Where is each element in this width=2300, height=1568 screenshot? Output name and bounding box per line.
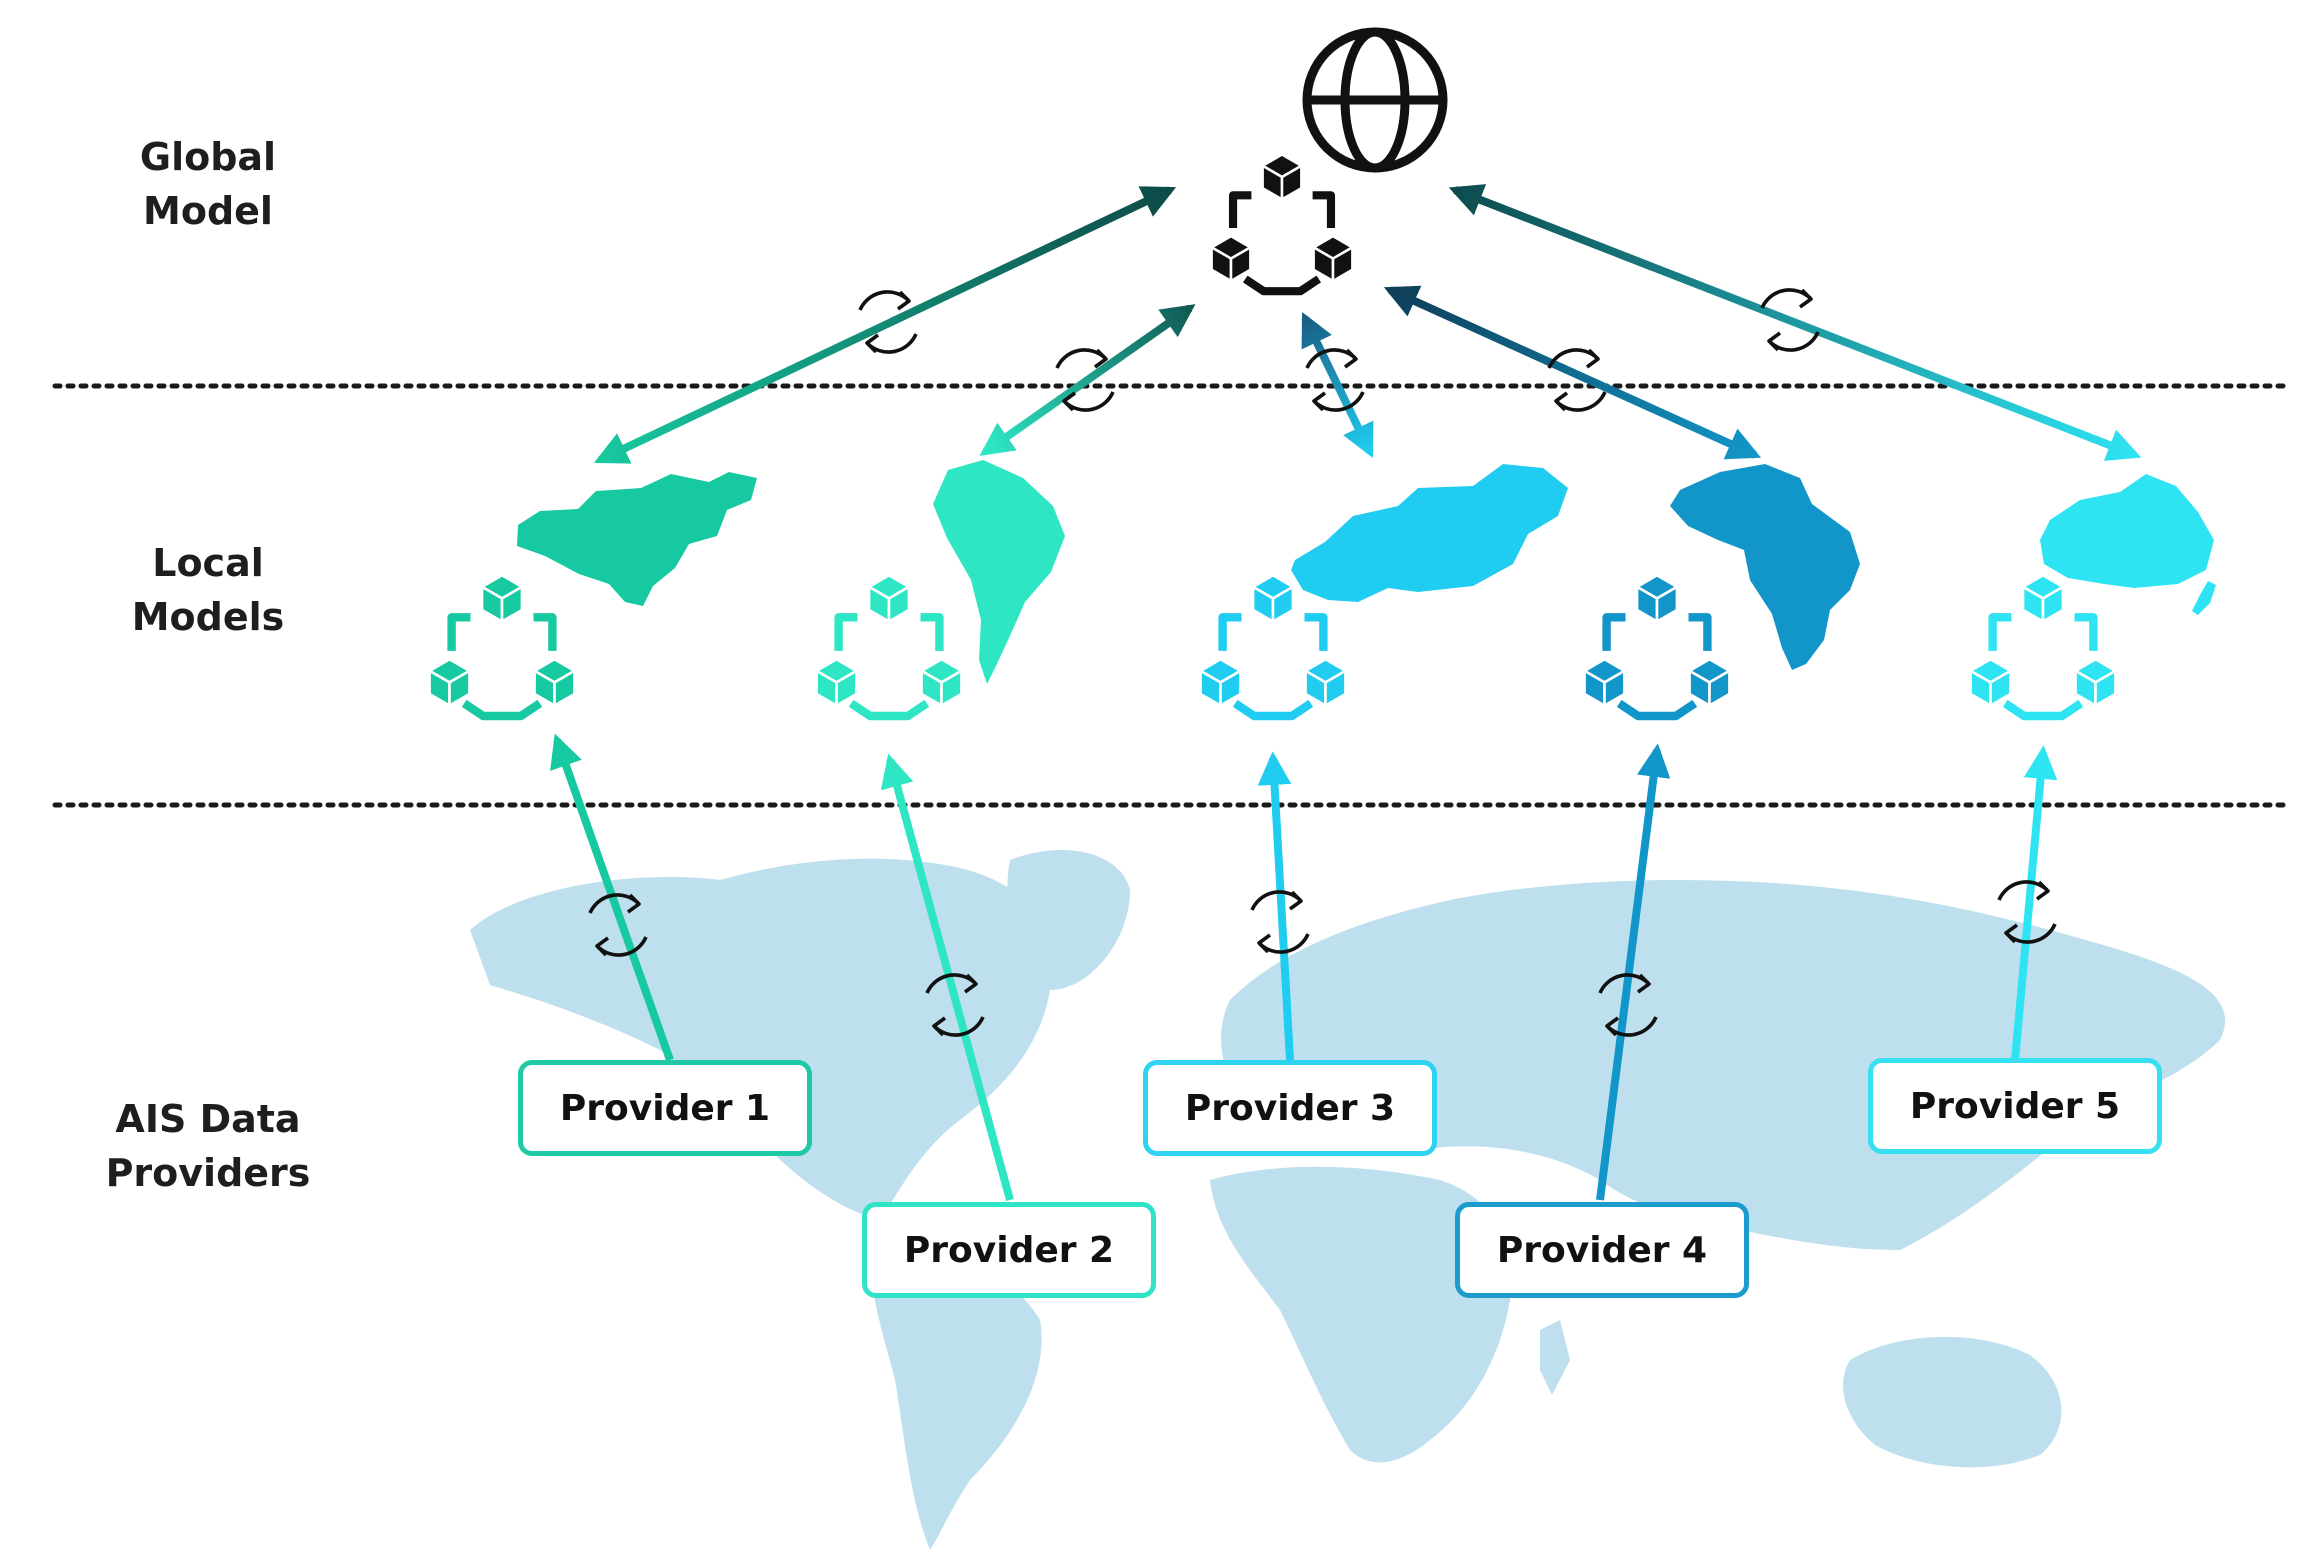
north-america-icon [517, 472, 757, 606]
local-model-icon-au [1971, 575, 2116, 716]
greenland-landmass [1007, 850, 1130, 990]
arrow-global-sa [979, 304, 1196, 456]
provider-box-5: Provider 5 [1868, 1058, 2162, 1154]
local-model-icon-af [1585, 575, 1730, 716]
arrow-global-au [1448, 184, 2142, 461]
provider-box-2: Provider 2 [862, 1202, 1156, 1298]
local-model-icon-na [430, 575, 575, 716]
world-map-background [470, 850, 2226, 1550]
tier-label-global-model: Global Model [139, 135, 277, 233]
new-zealand-icon [2192, 581, 2216, 615]
africa-icon [1670, 464, 1860, 670]
global-local-arrows [593, 184, 2142, 464]
arrow-provider3-eu [1257, 751, 1294, 1061]
globe-icon [1302, 27, 1448, 173]
provider-box-1: Provider 1 [518, 1060, 812, 1156]
arrow-global-af [1383, 285, 1762, 460]
provider-box-4: Provider 4 [1455, 1202, 1749, 1298]
north-america-landmass [470, 858, 1052, 1220]
africa-landmass [1210, 1166, 1513, 1463]
tier-label-local-models: Local Models [131, 541, 285, 639]
eurasia-landmass [1221, 880, 2226, 1250]
arrow-provider5-au [2011, 745, 2058, 1061]
australia-landmass [1843, 1336, 2062, 1468]
arrow-provider1-na [550, 733, 674, 1062]
arrow-provider2-sa [880, 753, 1014, 1202]
arrow-global-eu [1301, 311, 1374, 459]
arrow-global-na [593, 186, 1177, 464]
provider-box-3: Provider 3 [1143, 1060, 1437, 1156]
local-model-icon-sa [817, 575, 962, 716]
south-america-landmass [871, 1230, 1042, 1550]
australia-icon [2040, 474, 2214, 588]
madagascar-landmass [1540, 1320, 1570, 1395]
tier-label-ais-data-providers: AIS Data Providers [105, 1097, 311, 1195]
south-america-icon [933, 460, 1065, 684]
global-model-icon [1212, 155, 1353, 292]
europe-asia-icon [1291, 464, 1568, 602]
